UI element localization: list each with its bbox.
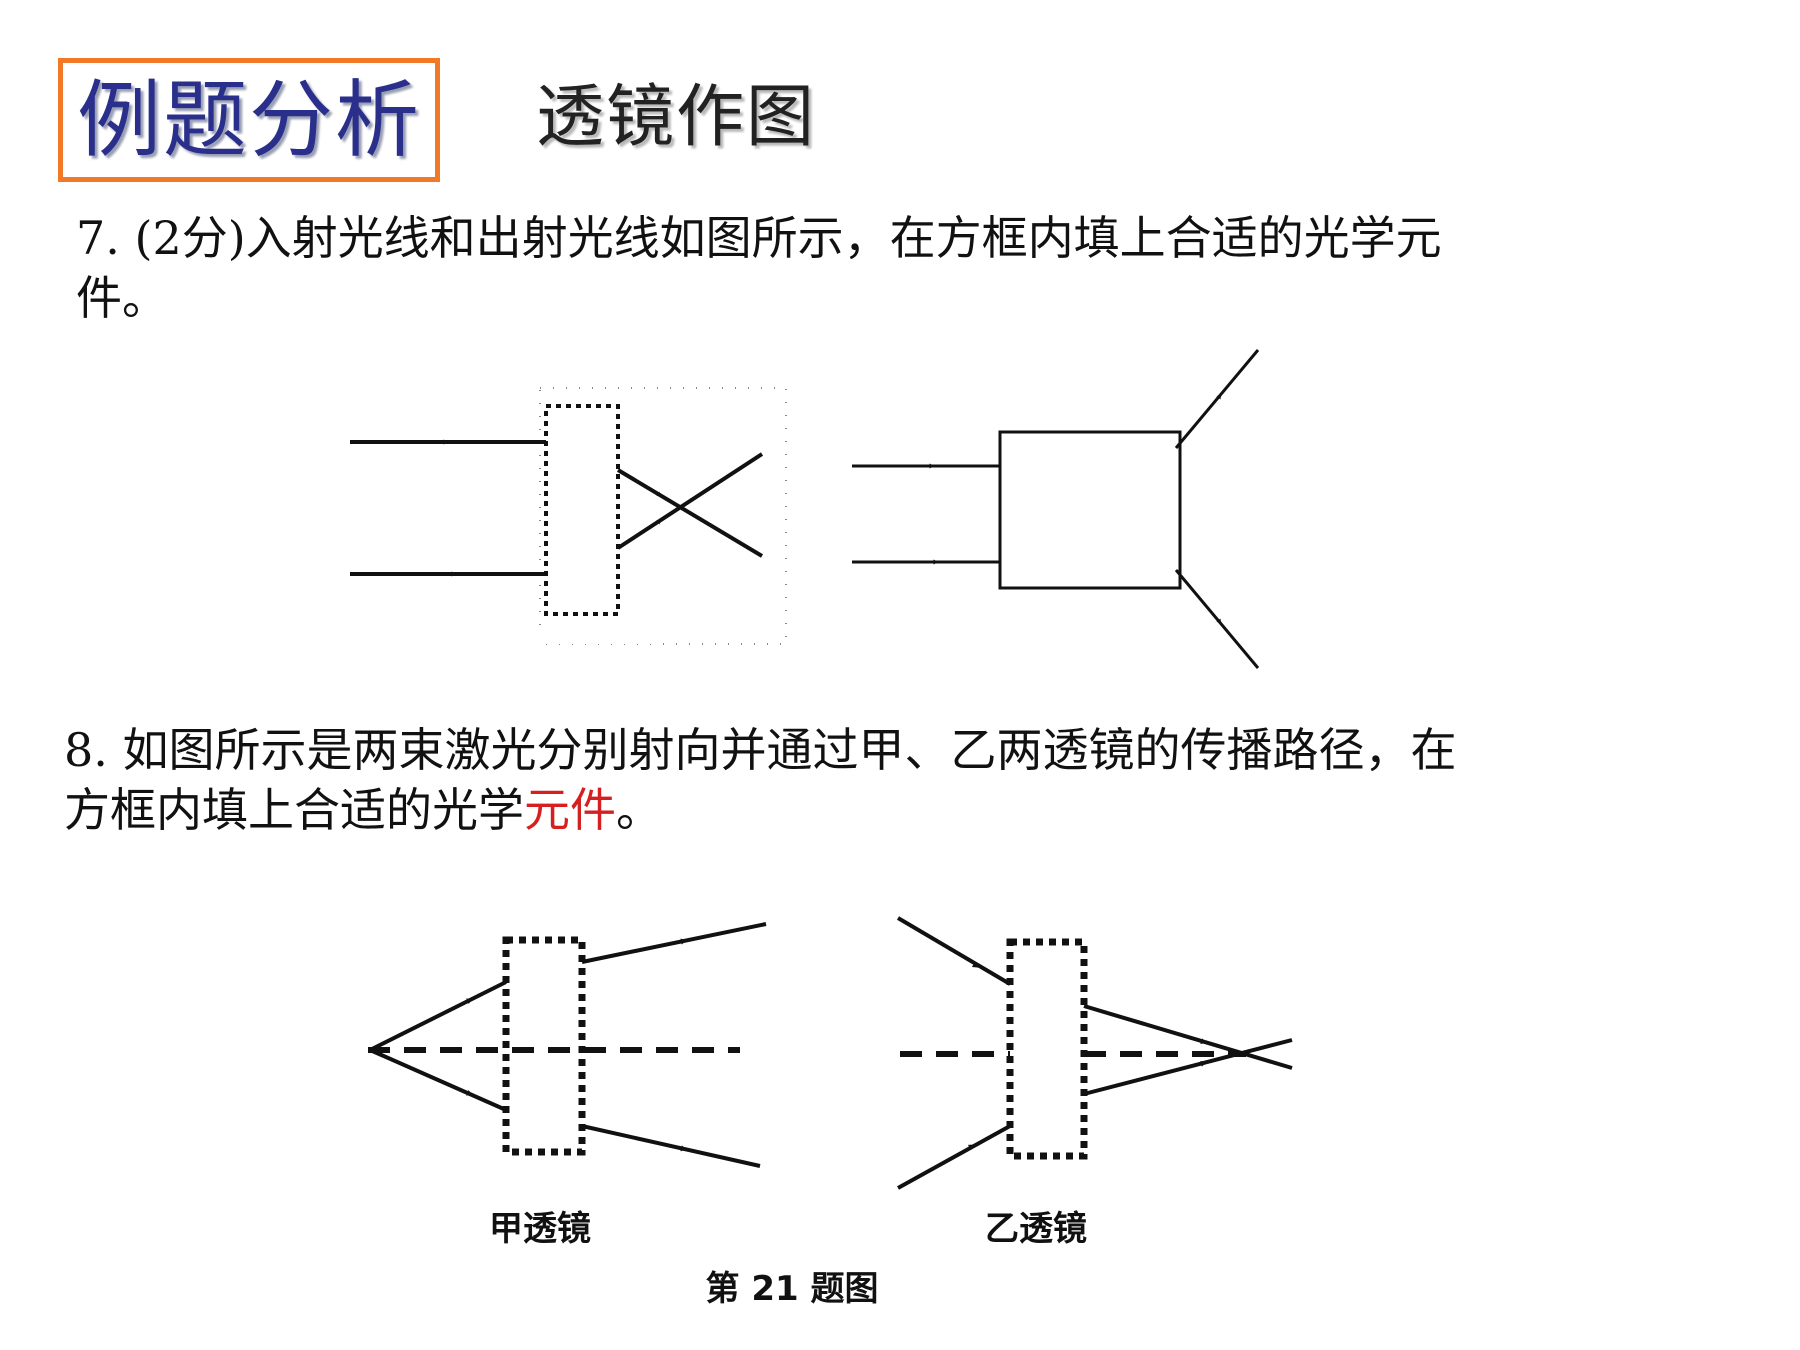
- figure-7a: [350, 387, 787, 645]
- figure-7a-emergent-ray-1: [616, 468, 764, 558]
- figure-7b-emergent-ray-top: [1174, 349, 1260, 449]
- section-header-box: 例题分析: [58, 58, 440, 182]
- figure-7b: [852, 349, 1260, 669]
- question-7-line-1: 7. (2分)入射光线和出射光线如图所示，在方框内填上合适的光学元: [76, 211, 1442, 265]
- figure-8b-emergent-ray-2: [1083, 1038, 1293, 1096]
- figure-8b-incident-ray-up: [897, 1124, 1011, 1190]
- figure-8b-lens-box: [1006, 938, 1088, 1160]
- figure-7a-cut-caption-mask: [456, 628, 656, 644]
- figure-8-lens-b: [896, 916, 1293, 1190]
- figure-7b-emergent-ray-bottom: [1174, 569, 1260, 669]
- question-8-line-1: 8. 如图所示是两束激光分别射向并通过甲、乙两透镜的传播路径，在: [64, 723, 1457, 777]
- figure-8a-incident-ray-down: [369, 1048, 507, 1112]
- question-8-highlight: 元件: [524, 783, 616, 837]
- figure-8a-emergent-ray-up: [581, 922, 767, 964]
- figure-7a-emergent-ray-2: [616, 452, 764, 550]
- question-7-text: 7. (2分)入射光线和出射光线如图所示，在方框内填上合适的光学元 件。: [76, 208, 1636, 328]
- figure-8-lens-a: [368, 922, 767, 1168]
- question-8-line-2-suffix: 。: [616, 783, 662, 837]
- figure-8a-incident-ray-up: [369, 980, 507, 1052]
- figure-7b-lens-box: [998, 430, 1182, 590]
- question-7-line-2: 件。: [76, 271, 168, 325]
- question-8-line-2-prefix: 方框内填上合适的光学: [64, 783, 524, 837]
- figure-8b-incident-ray-down: [896, 916, 1012, 986]
- figure-8b-emergent-ray-1: [1083, 1004, 1293, 1070]
- figure-8a-lens-box: [502, 936, 586, 1156]
- figure-8-lens-b-label: 乙透镜: [985, 1209, 1087, 1249]
- topic-title: 透镜作图: [536, 78, 817, 157]
- figure-7a-lens-box: [544, 404, 620, 616]
- figure-8a-emergent-ray-down: [581, 1124, 761, 1168]
- figure-8-lens-a-label: 甲透镜: [489, 1209, 591, 1249]
- figure-7a-dot-grid: [539, 387, 787, 645]
- question-8-line-2: 方框内填上合适的光学元件。: [64, 780, 1644, 840]
- figure-8-caption: 第 21 题图: [706, 1269, 879, 1309]
- section-title: 例题分析: [76, 71, 421, 169]
- question-8-text: 8. 如图所示是两束激光分别射向并通过甲、乙两透镜的传播路径，在 方框内填上合适…: [64, 720, 1644, 840]
